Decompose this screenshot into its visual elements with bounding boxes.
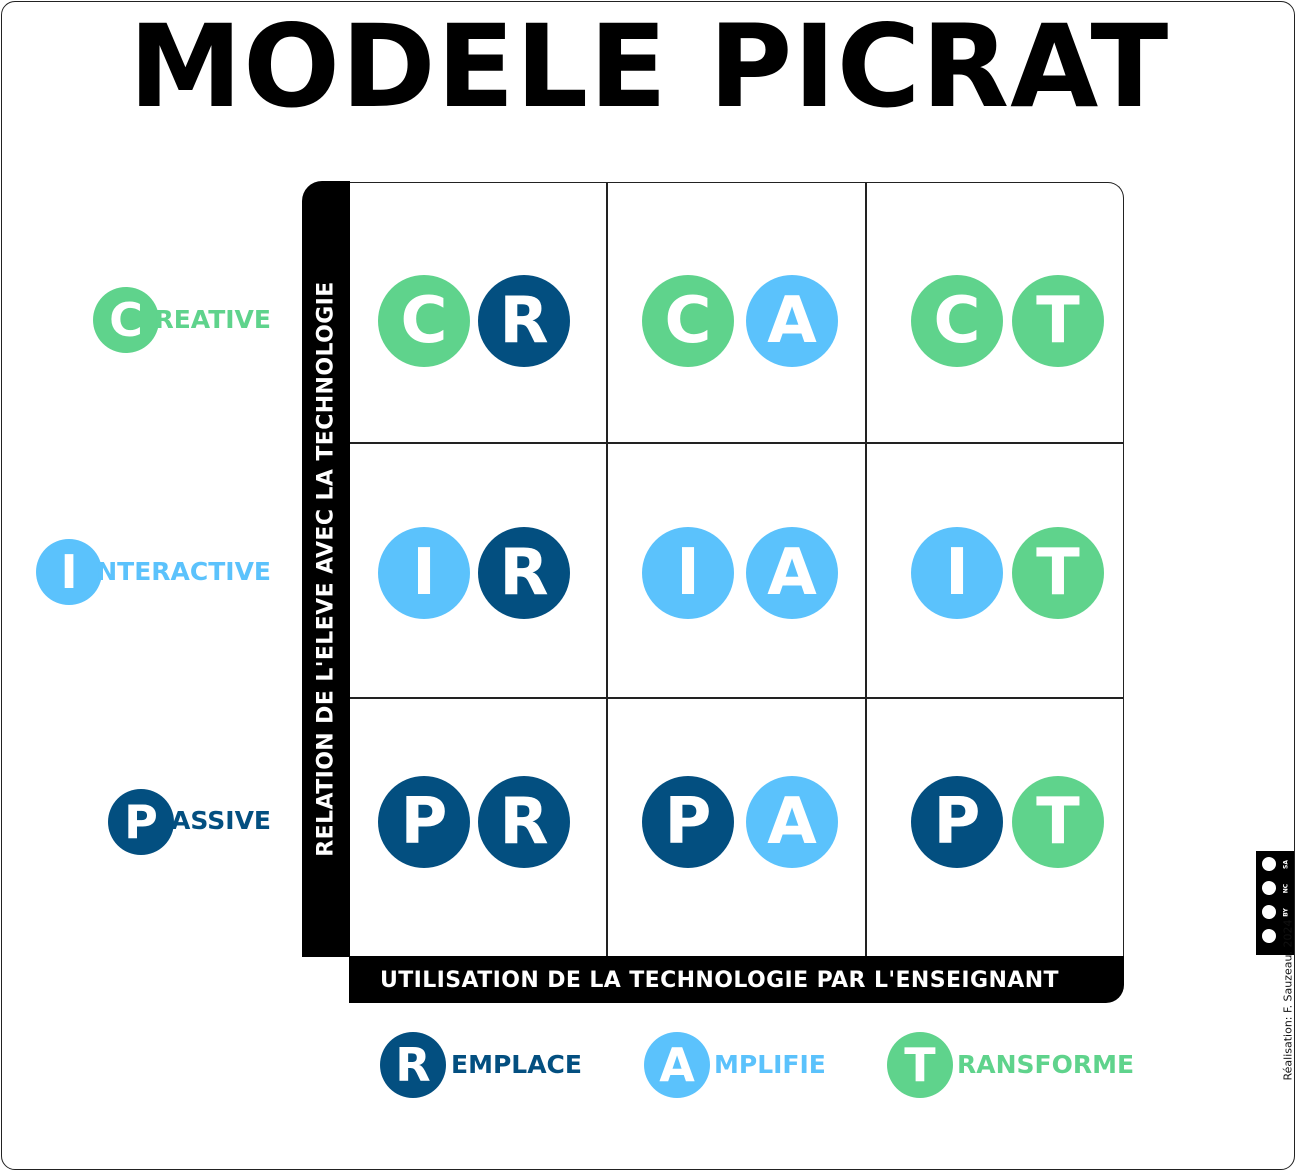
row-label-creative-circle: C [93, 287, 159, 353]
cell-pt-second: T [1012, 776, 1104, 868]
column-label-amplifie-circle: A [644, 1032, 710, 1098]
cell-ir-first: I [378, 527, 470, 619]
cell-ir-second: R [478, 527, 570, 619]
column-label-remplace-text: EMPLACE [451, 1050, 582, 1079]
row-label-passive-circle: P [108, 789, 174, 855]
cell-ia-second: A [746, 527, 838, 619]
cell-ca-second: A [746, 275, 838, 367]
row-label-interactive-circle: I [36, 539, 102, 605]
row-label-passive-text: ASSIVE [171, 806, 271, 835]
nc-icon [1260, 879, 1278, 897]
row-label-interactive-text: NTERACTIVE [96, 557, 271, 586]
cell-pr-first: P [378, 776, 470, 868]
author-credit: Réalisation: F. Sauzeau, 2024 [1281, 919, 1295, 1081]
vertical-axis-label: RELATION DE L'ELEVE AVEC LA TECHNOLOGIE [313, 281, 339, 857]
by-text: BY [1282, 908, 1290, 917]
horizontal-axis-label: UTILISATION DE LA TECHNOLOGIE PAR L'ENSE… [380, 968, 1059, 993]
cell-ct-second: T [1012, 275, 1104, 367]
cell-ct-first: C [911, 275, 1003, 367]
grid-divider [349, 697, 1124, 699]
column-label-amplifie-text: MPLIFIE [714, 1050, 826, 1079]
column-label-transforme-circle: T [887, 1032, 953, 1098]
picrat-matrix [349, 182, 1124, 956]
cell-cr-first: C [378, 275, 470, 367]
grid-divider [865, 182, 867, 956]
cell-ia-first: I [642, 527, 734, 619]
grid-divider [606, 182, 608, 956]
horizontal-axis-bar [349, 956, 1124, 1003]
cell-it-second: T [1012, 527, 1104, 619]
cc-license-badge: BY NC SA [1256, 851, 1294, 955]
cell-it-first: I [911, 527, 1003, 619]
cell-pt-first: P [911, 776, 1003, 868]
sa-text: SA [1282, 860, 1290, 869]
cell-pa-second: A [746, 776, 838, 868]
vertical-axis-bar [302, 181, 350, 957]
row-label-creative-text: REATIVE [154, 305, 271, 334]
column-label-remplace-circle: R [380, 1032, 446, 1098]
cell-ca-first: C [642, 275, 734, 367]
column-label-transforme-text: RANSFORME [957, 1050, 1135, 1079]
cell-pr-second: R [478, 776, 570, 868]
cell-cr-second: R [478, 275, 570, 367]
sa-icon [1260, 855, 1278, 873]
cc-icon [1260, 927, 1278, 945]
by-icon [1260, 903, 1278, 921]
page-title: MODELE PICRAT [128, 0, 1170, 133]
nc-text: NC [1282, 883, 1290, 894]
cell-pa-first: P [642, 776, 734, 868]
grid-divider [349, 442, 1124, 444]
